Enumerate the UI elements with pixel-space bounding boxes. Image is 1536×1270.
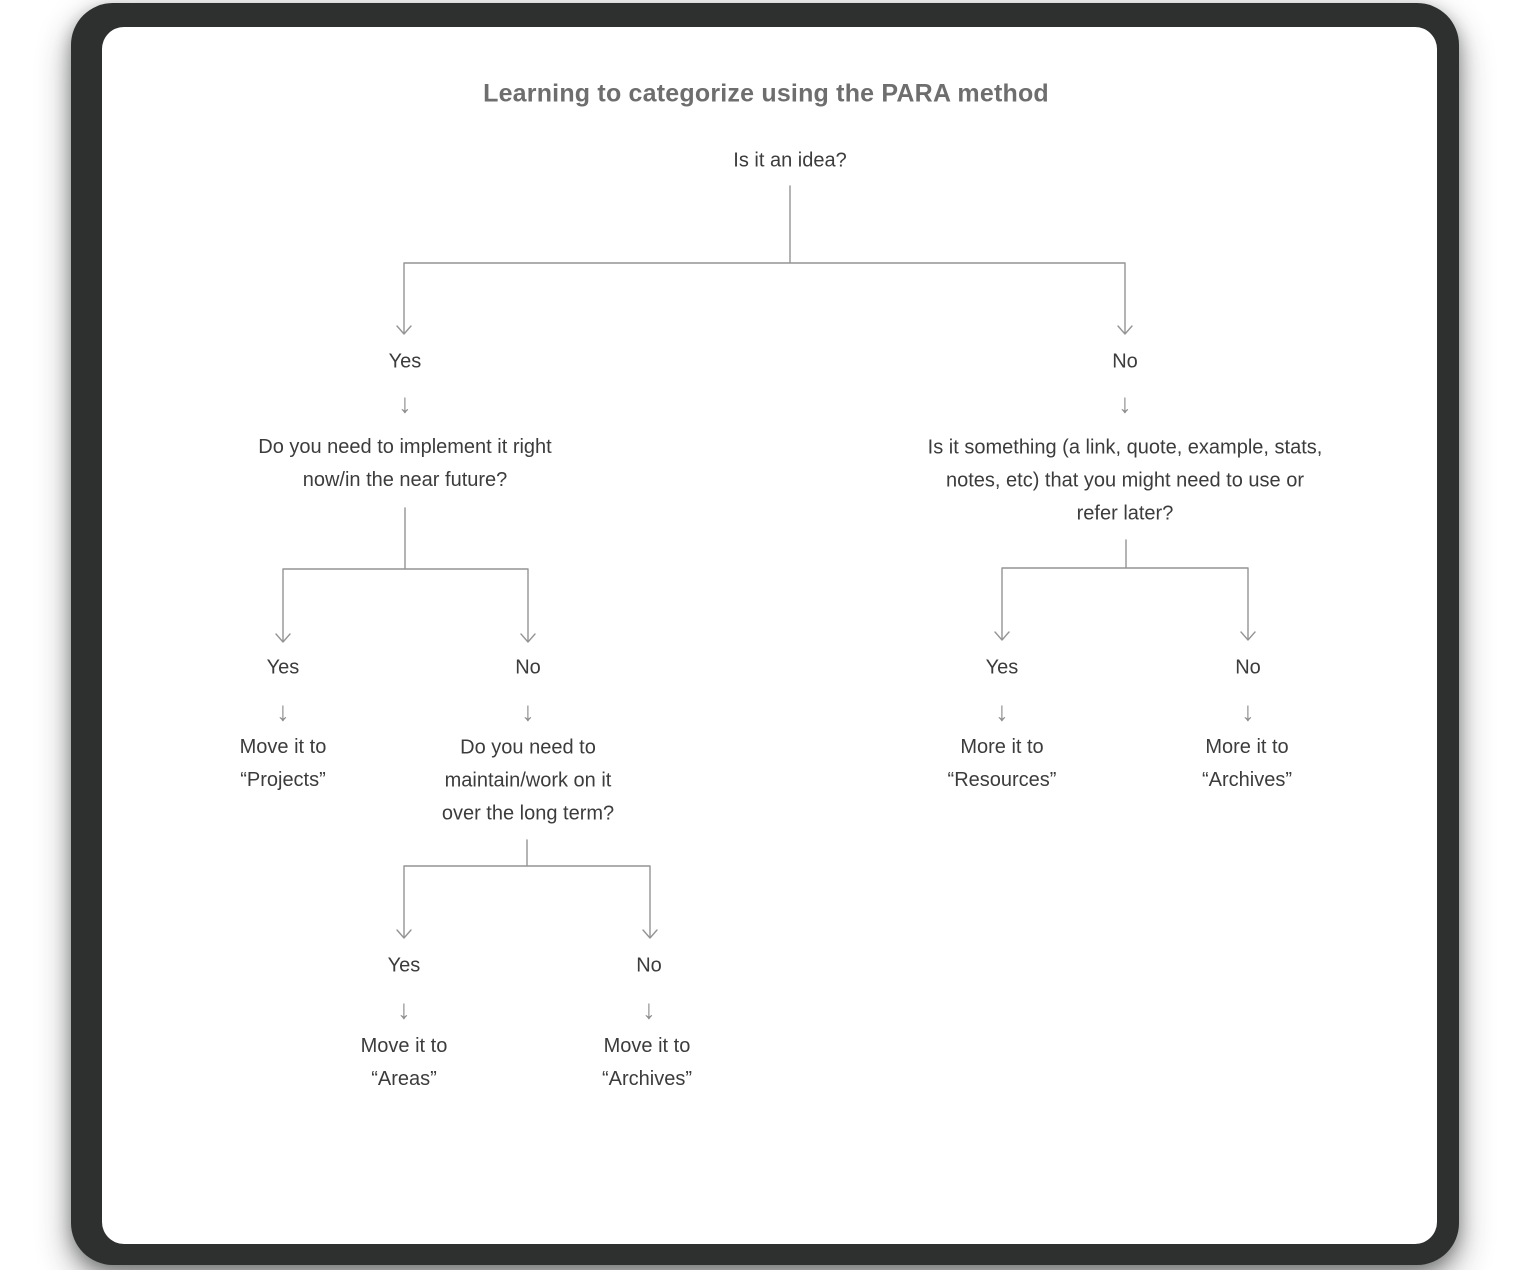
label-yes-2: Yes — [266, 656, 300, 679]
label-yes-3: Yes — [985, 656, 1019, 679]
result-more-resources: More it to “Resources” — [947, 736, 1057, 791]
label-no-3: No — [1235, 656, 1261, 679]
down-arrow-icon: ↓ — [397, 994, 411, 1025]
down-arrow-icon: ↓ — [1241, 696, 1255, 727]
down-arrow-icon: ↓ — [276, 696, 290, 727]
question-is-it-an-idea: Is it an idea? — [733, 149, 847, 172]
down-arrow-icon: ↓ — [1118, 388, 1132, 419]
question-implement: Do you need to implement it right now/in… — [258, 436, 552, 491]
result-move-areas: Move it to “Areas” — [360, 1035, 448, 1090]
label-no-4: No — [636, 954, 662, 977]
down-arrow-icon: ↓ — [398, 388, 412, 419]
down-arrow-icon: ↓ — [995, 696, 1009, 727]
question-reference: Is it something (a link, quote, example,… — [927, 436, 1323, 525]
question-maintain: Do you need to maintain/work on it over … — [441, 736, 615, 825]
result-more-archives: More it to “Archives” — [1201, 736, 1293, 791]
label-no-1: No — [1112, 350, 1138, 373]
label-yes-1: Yes — [388, 350, 422, 373]
result-move-projects: Move it to “Projects” — [239, 736, 327, 791]
diagram-title: Learning to categorize using the PARA me… — [483, 79, 1049, 108]
label-yes-4: Yes — [387, 954, 421, 977]
down-arrow-icon: ↓ — [642, 994, 656, 1025]
down-arrow-icon: ↓ — [521, 696, 535, 727]
label-no-2: No — [515, 656, 541, 679]
diagram-card — [102, 27, 1437, 1244]
result-move-archives: Move it to “Archives” — [601, 1035, 693, 1090]
